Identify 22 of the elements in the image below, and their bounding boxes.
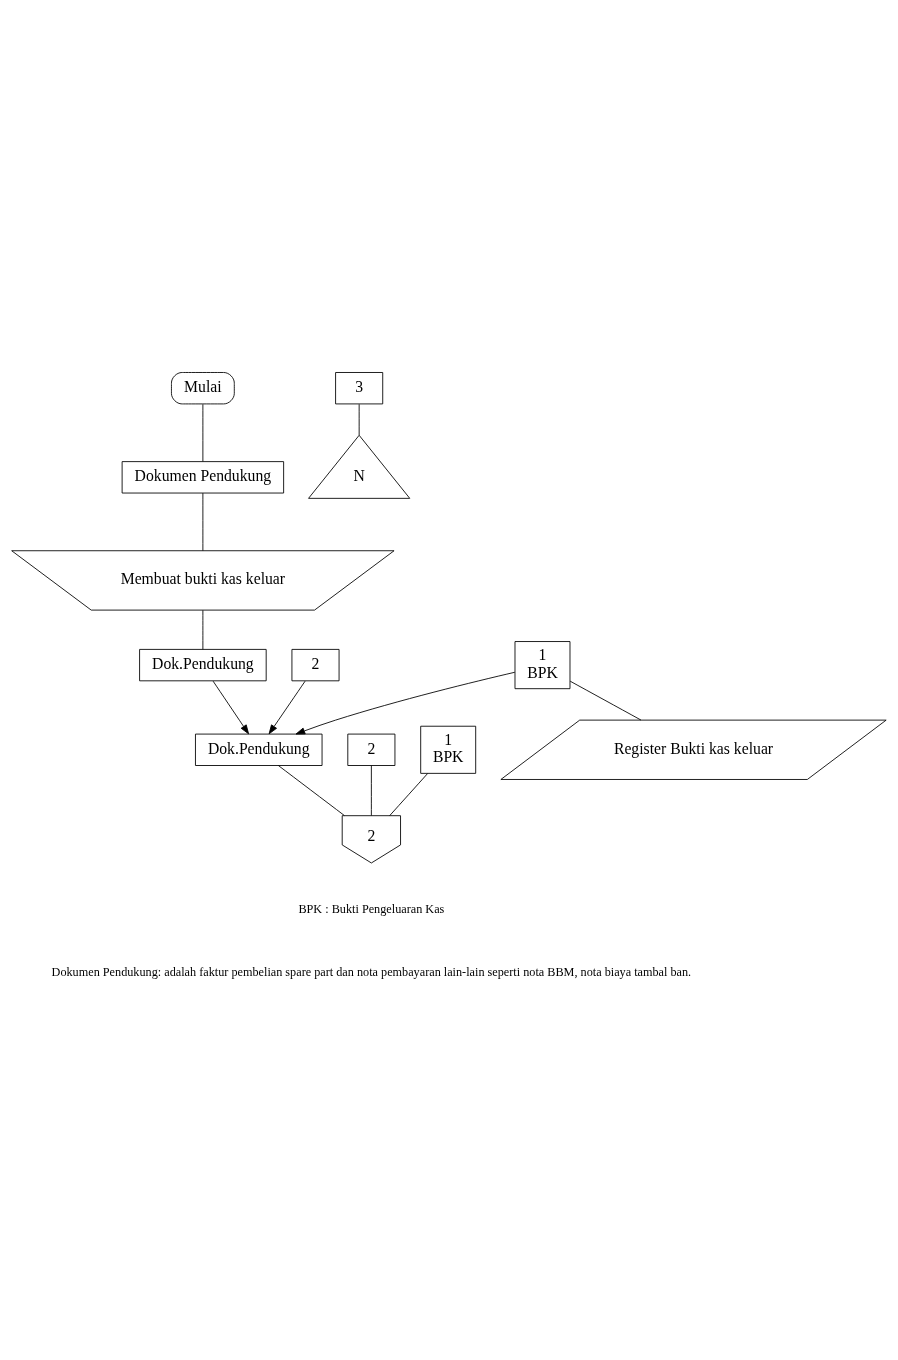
connector	[202, 492, 204, 551]
node-box: Dokumen Pendukung	[121, 460, 285, 493]
node-box: 3	[335, 371, 384, 404]
connector	[358, 403, 360, 436]
connector	[370, 764, 372, 816]
arrow	[295, 671, 516, 734]
node-box: 1 BPK	[514, 640, 571, 689]
node-box: Mulai	[171, 371, 235, 404]
node-box: 2	[347, 733, 396, 766]
connector	[202, 403, 204, 462]
node-box: 1 BPK	[420, 725, 477, 774]
node-box: Dok.Pendukung	[195, 733, 323, 766]
connector	[569, 680, 642, 720]
node-box: Dok.Pendukung	[139, 648, 267, 681]
connector	[277, 764, 345, 816]
label: Dokumen Pendukung: adalah faktur pembelian spare part dan nota pembayaran lain-lain seperti nota BBM, nota biaya tambal ban.	[51, 964, 692, 979]
arrow	[268, 680, 306, 734]
arrow	[212, 680, 249, 734]
label: BPK : Bukti Pengeluaran Kas	[298, 901, 445, 916]
connector	[202, 609, 204, 650]
connector	[389, 772, 429, 816]
node-box: 2	[291, 648, 340, 681]
